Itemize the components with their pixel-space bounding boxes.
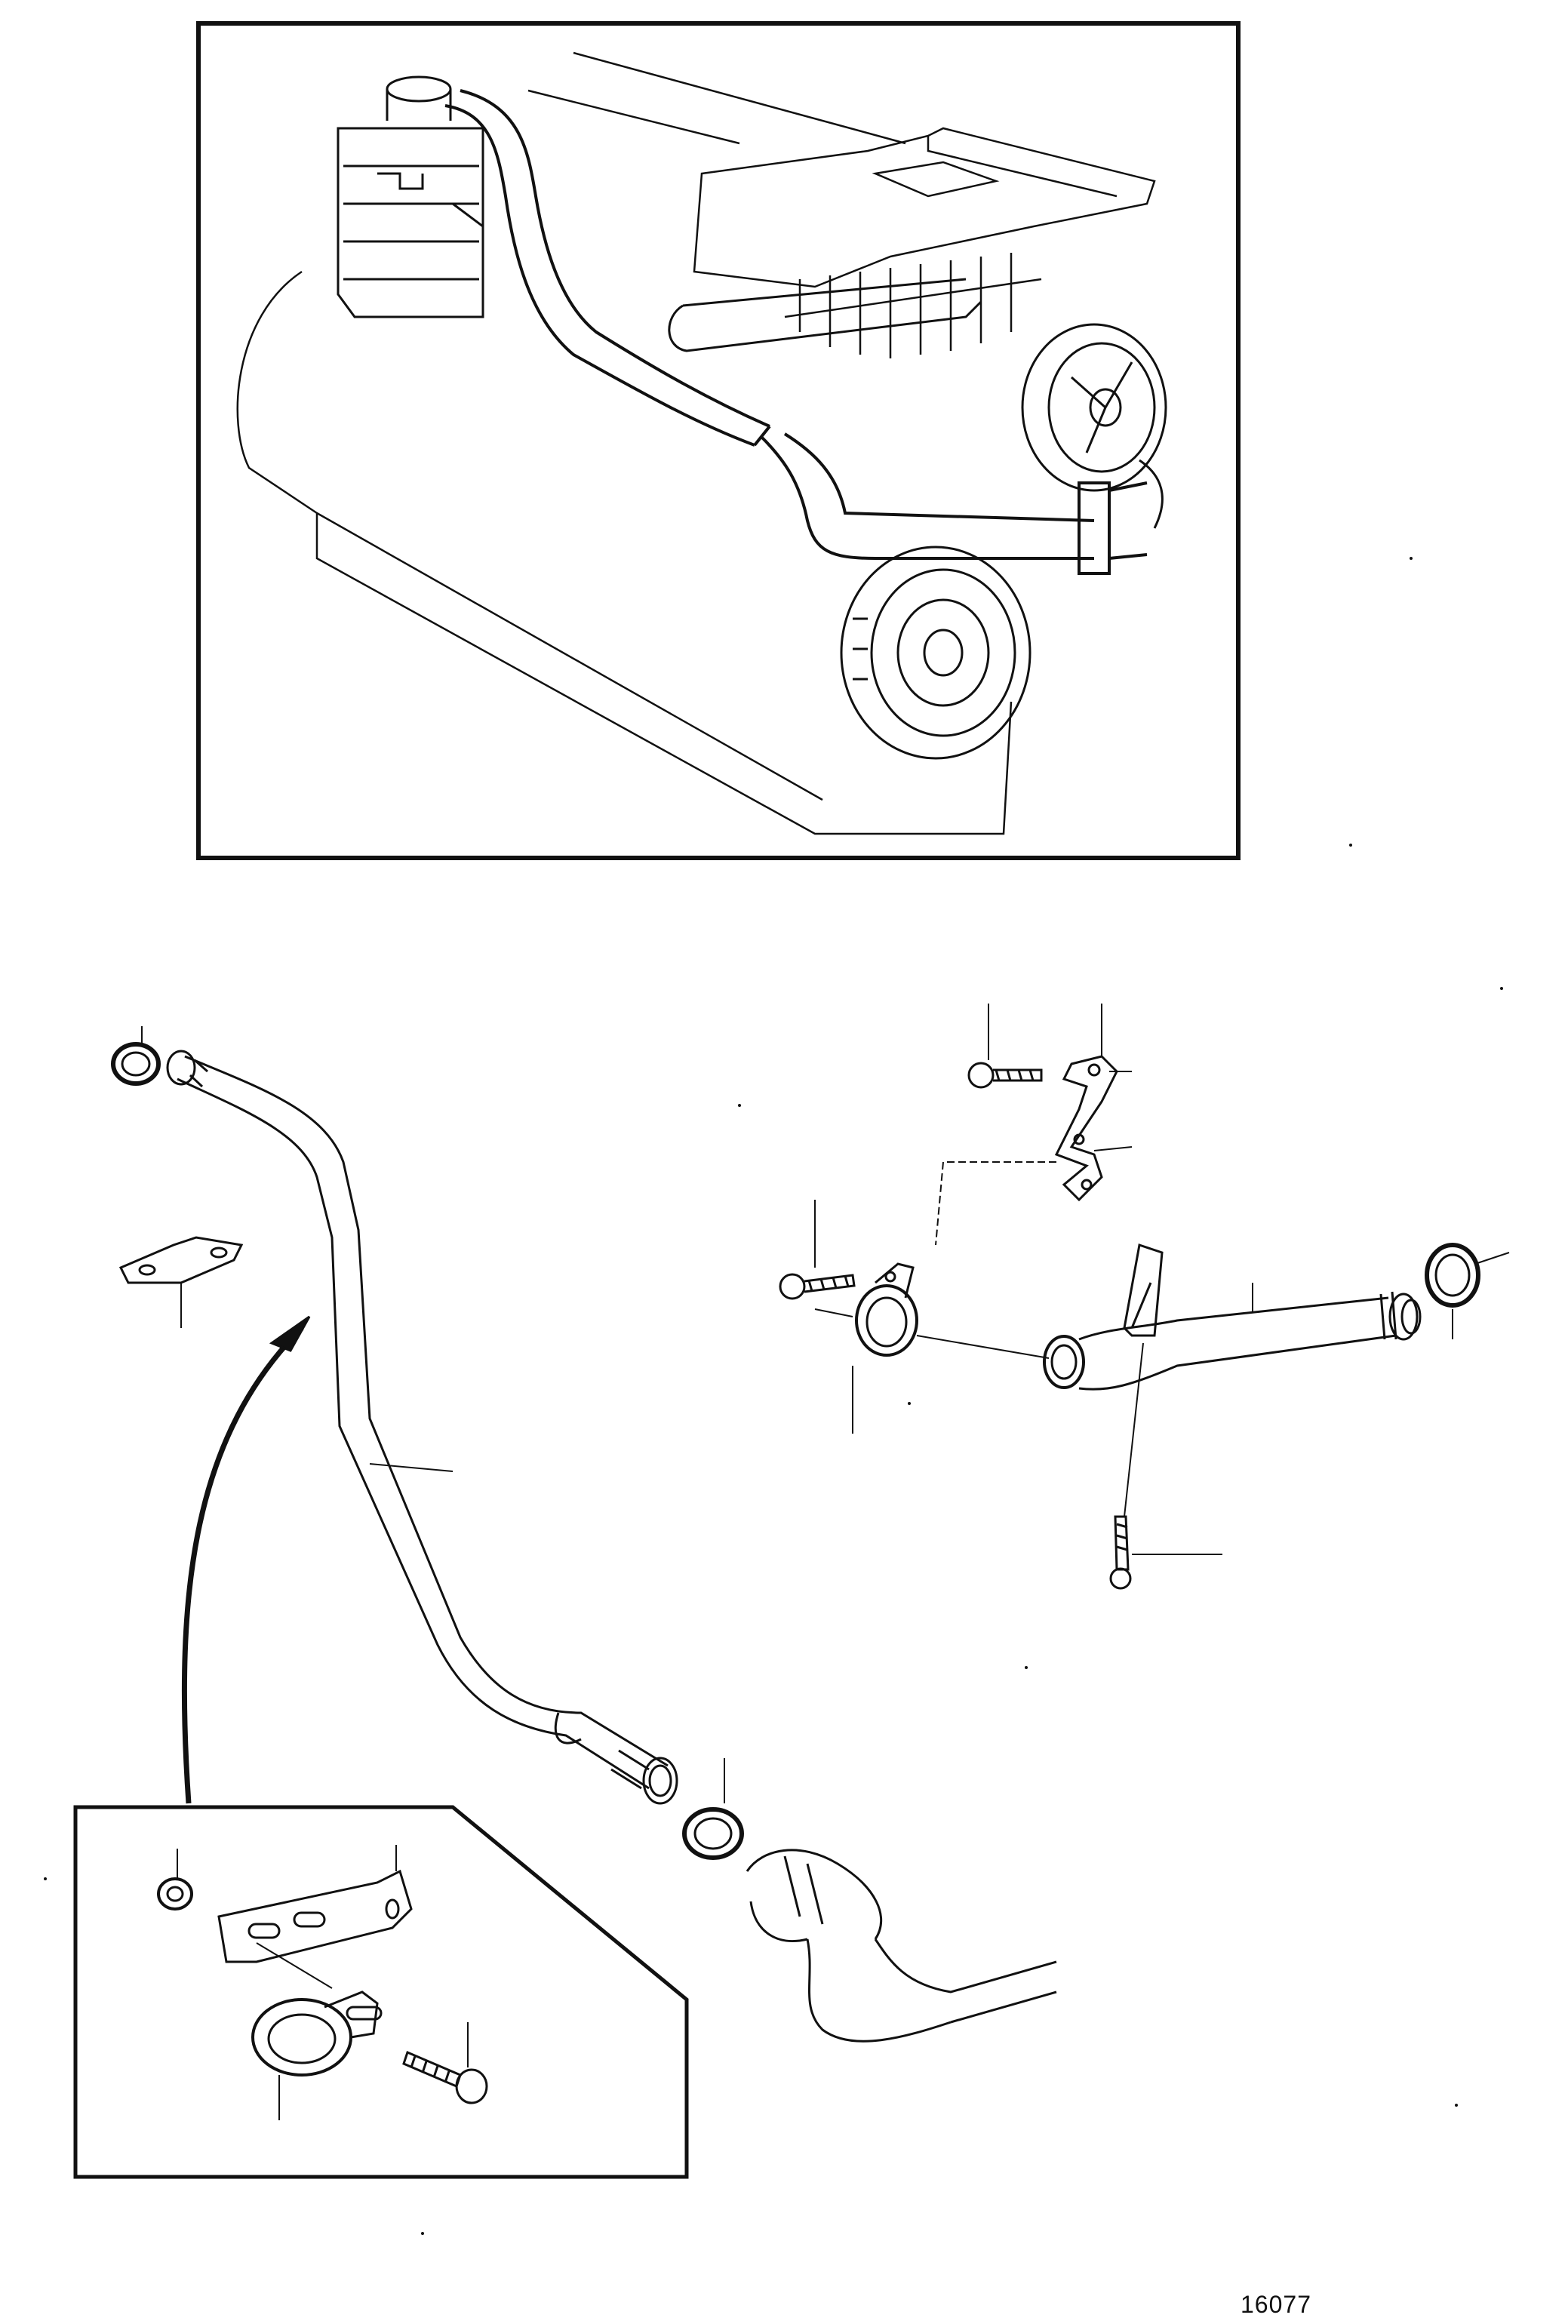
print-specks bbox=[44, 281, 1503, 2235]
callout-arrow bbox=[184, 1317, 309, 1803]
inset-frame-bottom bbox=[75, 1807, 687, 2177]
o-ring-upper-left bbox=[113, 1026, 158, 1084]
inset-frame-top bbox=[198, 23, 1238, 858]
engine-block bbox=[238, 53, 1154, 834]
bolt-middle bbox=[780, 1200, 854, 1299]
breather-hose-installed bbox=[445, 91, 1147, 573]
detail-clamp bbox=[253, 1992, 381, 2120]
lower-pulley bbox=[841, 547, 1030, 758]
clamp-detail-inset bbox=[75, 1807, 687, 2177]
o-ring-right bbox=[1427, 1245, 1509, 1339]
hose-clamp-right bbox=[815, 1264, 1049, 1434]
inlet-hose-installed bbox=[669, 279, 981, 351]
upper-pulley bbox=[1022, 324, 1166, 528]
figure-number: 16077 bbox=[1241, 2291, 1311, 2318]
breather-pipe bbox=[168, 1051, 677, 1803]
breather-housing bbox=[338, 77, 483, 317]
nut bbox=[158, 1849, 192, 1909]
detail-screw bbox=[404, 2022, 487, 2103]
engine-overview-inset bbox=[198, 23, 1238, 858]
bolt-top bbox=[969, 1004, 1041, 1087]
exploded-parts bbox=[113, 1026, 1056, 2041]
mounting-bracket bbox=[936, 1004, 1132, 1245]
connector-pipe bbox=[1044, 1245, 1420, 1389]
detail-bracket bbox=[219, 1845, 411, 1988]
bolt-lower bbox=[1111, 1343, 1222, 1588]
lower-hose-connection bbox=[747, 1850, 1056, 2041]
pipe-clip bbox=[121, 1237, 241, 1328]
right-assembly bbox=[780, 1004, 1509, 1588]
o-ring-lower bbox=[684, 1758, 742, 1858]
